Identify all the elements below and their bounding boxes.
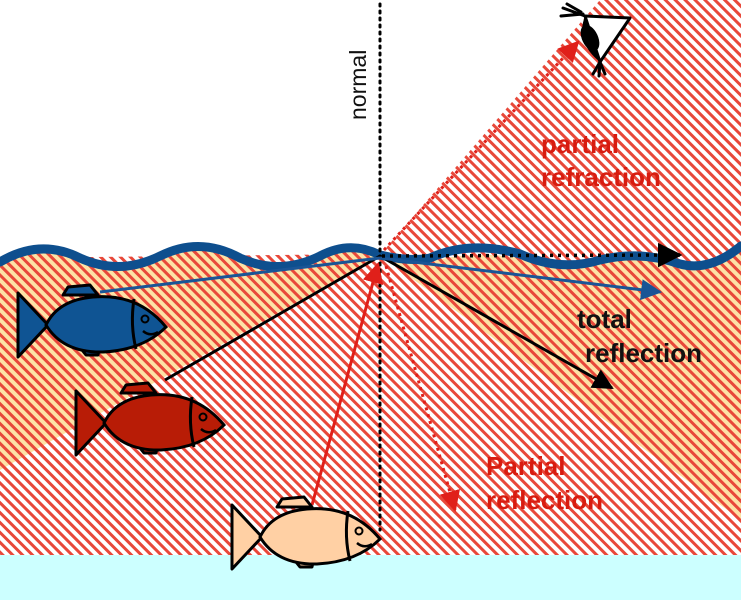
partial-reflection-label-line1: Partial <box>486 451 566 481</box>
total-reflection-label-line2: reflection <box>585 338 702 368</box>
ray-partial-refraction <box>382 40 580 252</box>
ray-incident-red-fish <box>164 254 381 382</box>
partial-reflection-label-line2: reflection <box>486 485 603 515</box>
eye-icon <box>559 2 632 78</box>
ray-partial-reflection <box>384 265 460 513</box>
peach-fish <box>230 495 383 571</box>
partial-refraction-label-line1: partial <box>541 129 619 159</box>
ray-incident-peach-fish <box>310 261 384 506</box>
bottom-water-band <box>0 555 741 600</box>
ray-grazing-refraction <box>379 256 663 301</box>
normal-label: normal <box>345 50 371 120</box>
ray-total-reflection <box>379 254 614 390</box>
ray-incident-blue-fish <box>99 256 381 294</box>
total-reflection-label-line1: total <box>577 304 632 334</box>
partial-refraction-label-line2: refraction <box>541 162 661 192</box>
refraction-cone <box>380 0 741 265</box>
total-reflection-zone-right <box>380 248 741 520</box>
ray-grazing-surface <box>381 242 683 268</box>
red-fish <box>74 381 227 457</box>
blue-fish <box>16 283 169 359</box>
